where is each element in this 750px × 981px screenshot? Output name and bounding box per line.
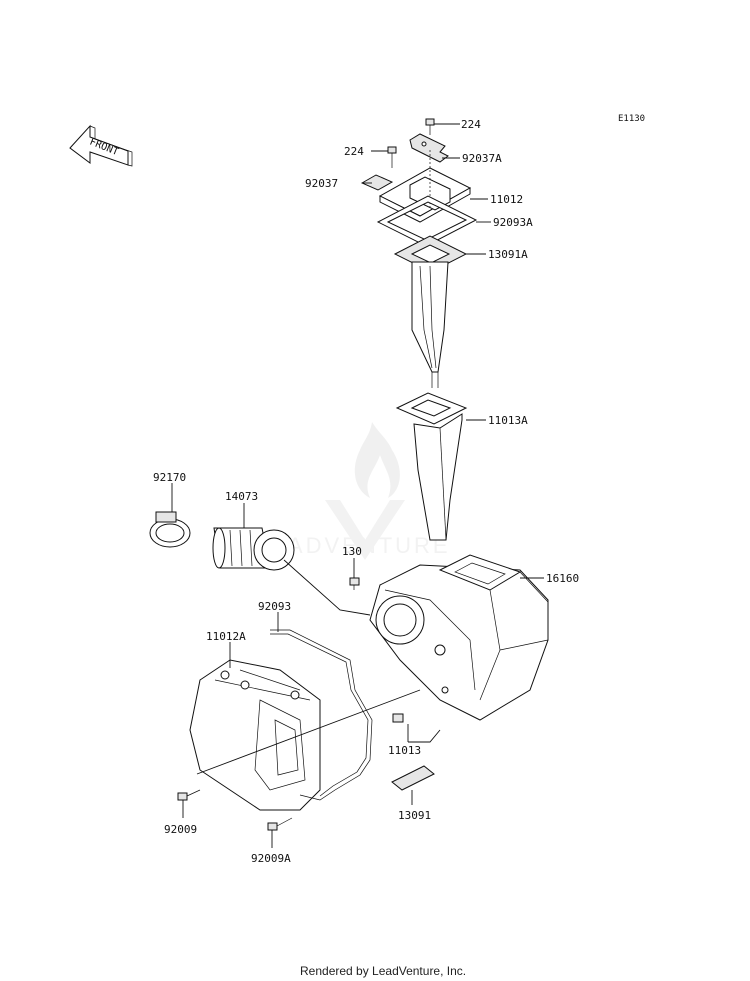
label-92037A: 92037A bbox=[462, 152, 502, 165]
label-11013A: 11013A bbox=[488, 414, 528, 427]
label-11012A: 11012A bbox=[206, 630, 246, 643]
label-130: 130 bbox=[342, 545, 362, 558]
bracket-92037A bbox=[409, 133, 449, 163]
clamp-92170 bbox=[149, 511, 191, 548]
bolt-224-top bbox=[425, 118, 435, 135]
label-224-left: 224 bbox=[344, 145, 364, 158]
label-224-top: 224 bbox=[461, 118, 481, 131]
seal-13091 bbox=[391, 765, 435, 791]
label-92009A: 92009A bbox=[251, 852, 291, 865]
label-13091: 13091 bbox=[398, 809, 431, 822]
label-13091A: 13091A bbox=[488, 248, 528, 261]
air-box-16160 bbox=[369, 554, 549, 721]
bolt-92009 bbox=[177, 789, 201, 801]
label-11013: 11013 bbox=[388, 744, 421, 757]
label-92093: 92093 bbox=[258, 600, 291, 613]
front-arrow: FRONT bbox=[69, 124, 133, 167]
cover-11012A bbox=[189, 659, 321, 811]
label-16160: 16160 bbox=[546, 572, 579, 585]
pad-92037 bbox=[360, 174, 394, 191]
bolt-224-left bbox=[387, 146, 397, 168]
bolt-130 bbox=[349, 577, 360, 590]
inlet-duct-11013A bbox=[395, 392, 468, 541]
block-11013 bbox=[392, 713, 404, 723]
gasket-92093A bbox=[376, 195, 478, 247]
air-filter-14073 bbox=[212, 527, 295, 571]
bolt-92009A bbox=[267, 817, 293, 831]
label-14073: 14073 bbox=[225, 490, 258, 503]
label-92093A: 92093A bbox=[493, 216, 533, 229]
gasket-92093 bbox=[270, 629, 373, 801]
label-92170: 92170 bbox=[153, 471, 186, 484]
label-92009: 92009 bbox=[164, 823, 197, 836]
label-11012: 11012 bbox=[490, 193, 523, 206]
upper-intake-duct bbox=[411, 261, 449, 388]
render-credit: Rendered by LeadVenture, Inc. bbox=[300, 964, 466, 978]
part-labels: 224 224 92037A 92037 11012 92093A 13091A… bbox=[153, 118, 579, 865]
leader-lines bbox=[171, 123, 544, 848]
diagram-code: E1130 bbox=[618, 114, 645, 124]
label-92037: 92037 bbox=[305, 177, 338, 190]
